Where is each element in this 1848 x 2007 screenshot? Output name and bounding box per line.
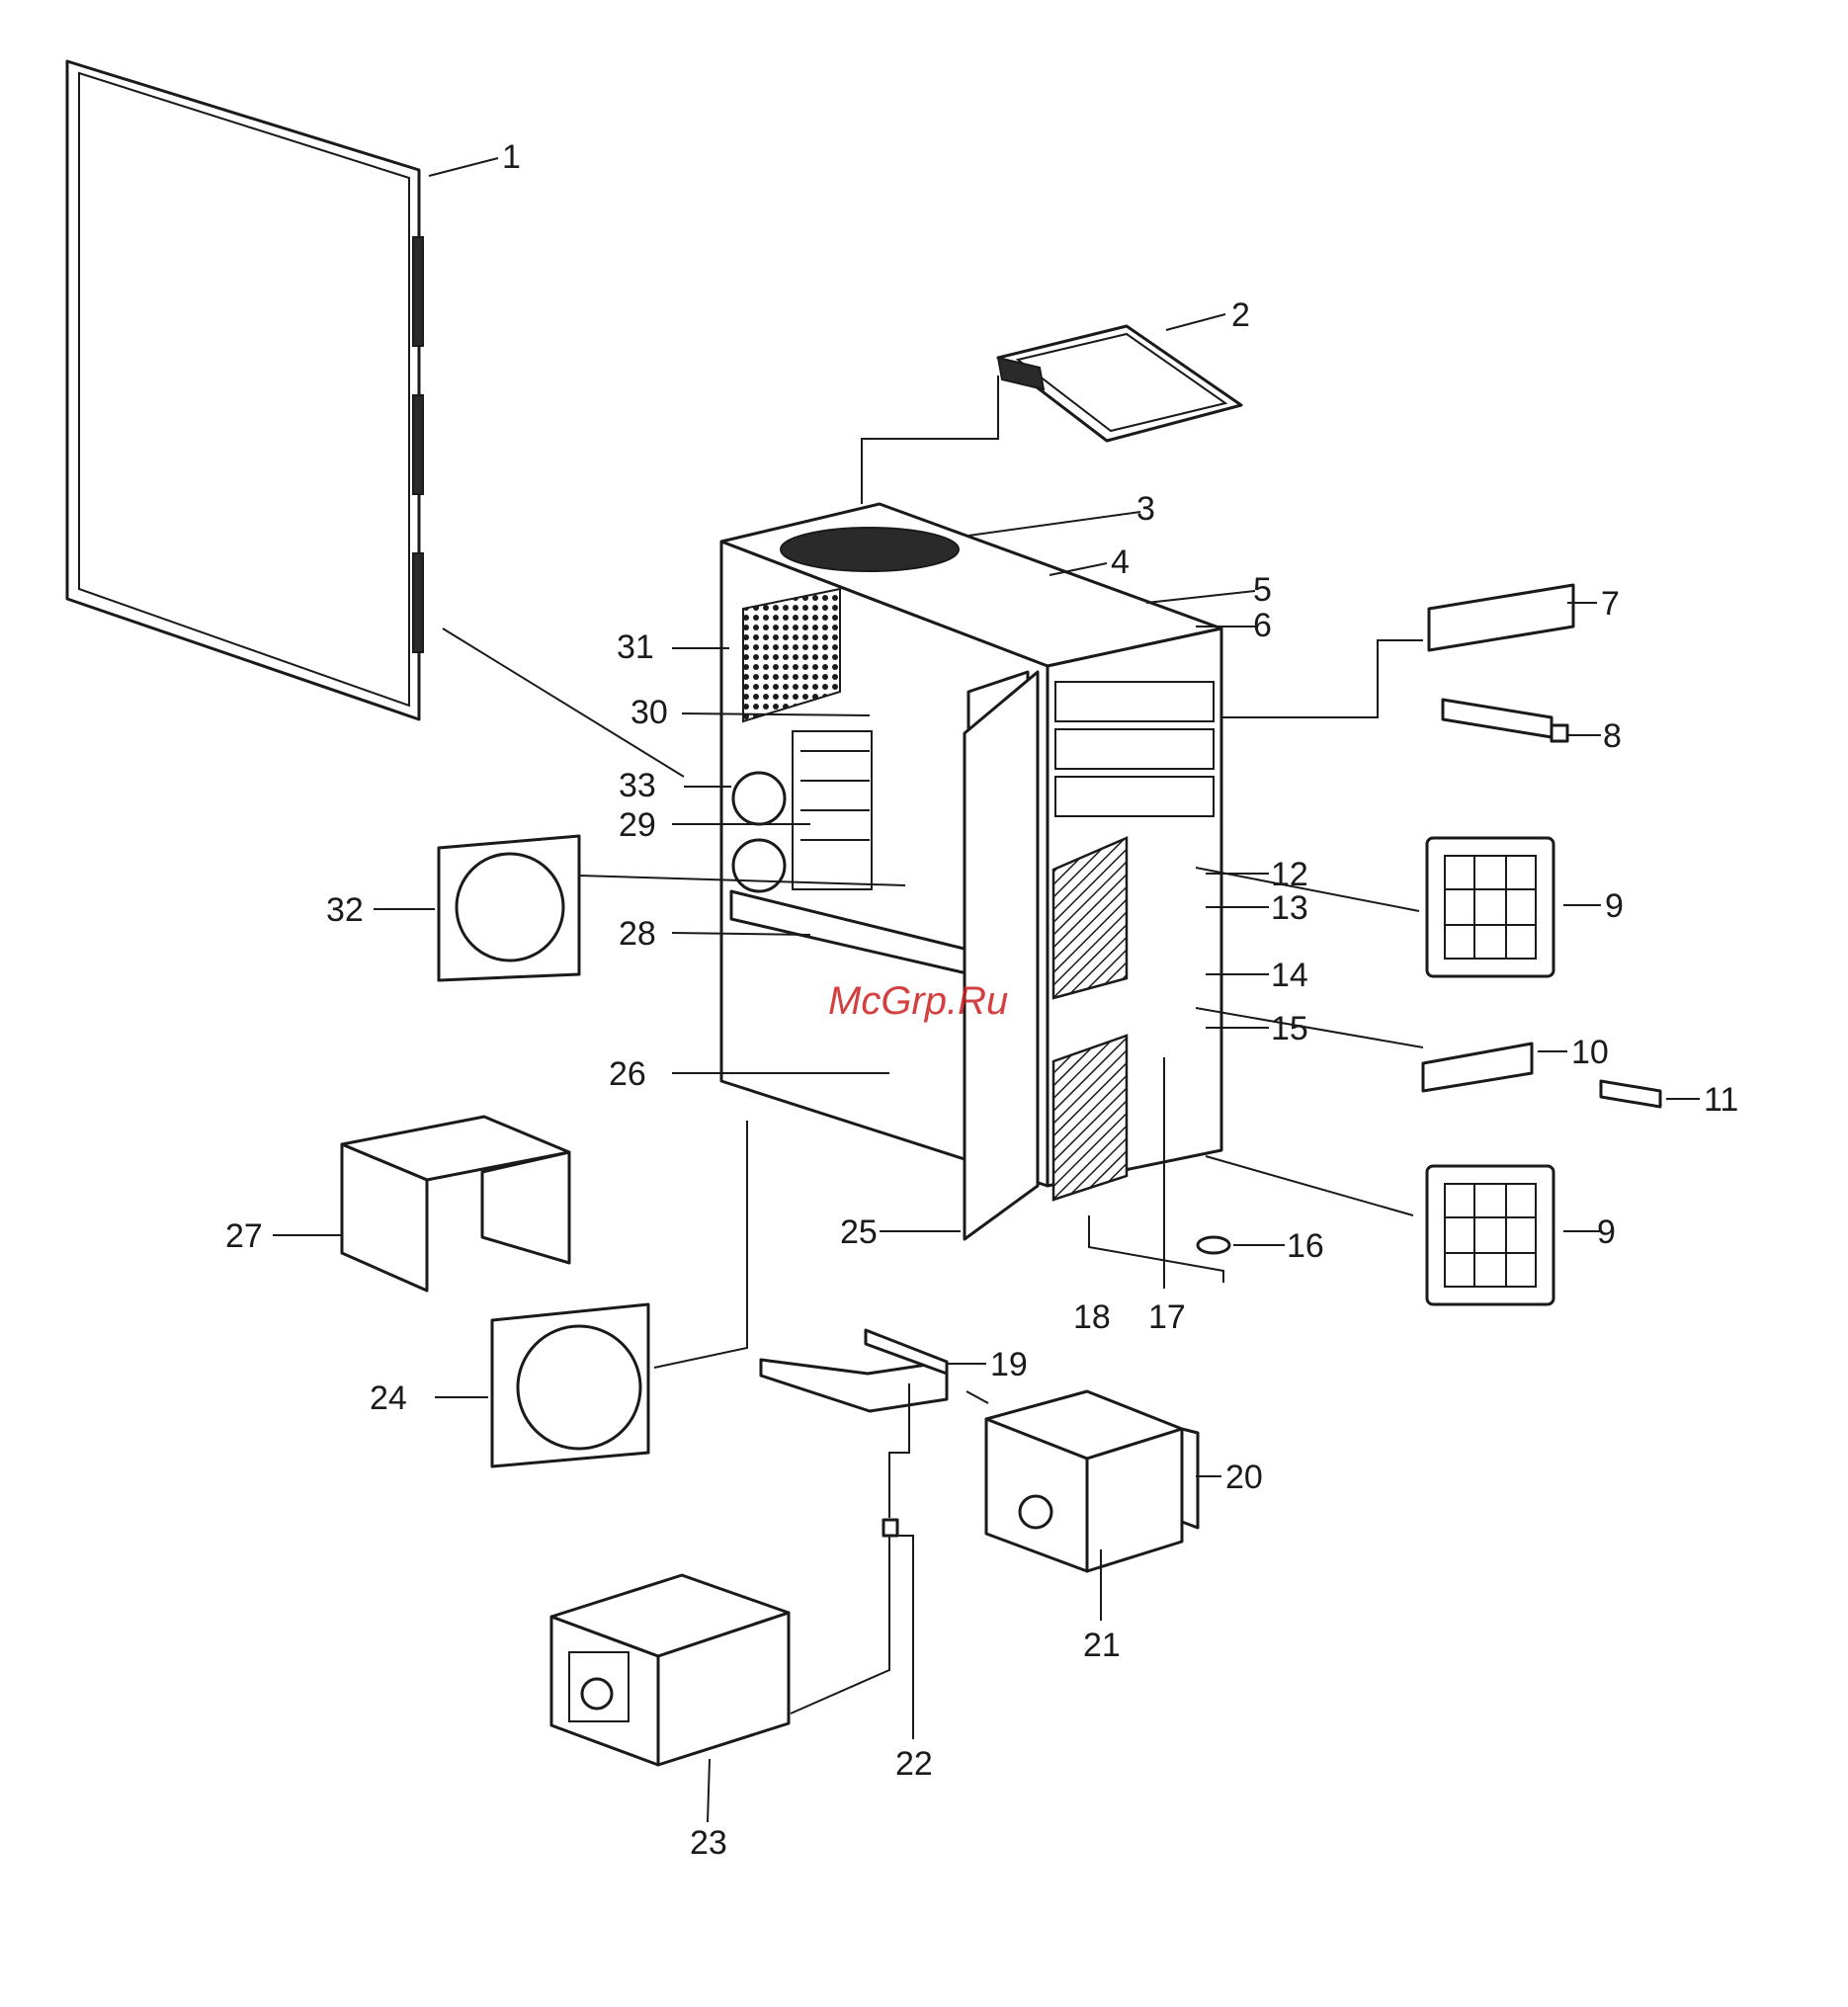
bracket-part: [761, 1330, 947, 1411]
callout-label: 13: [1271, 889, 1308, 927]
callout-label: 7: [1601, 585, 1620, 623]
watermark-text: McGrp.Ru: [828, 979, 1008, 1023]
callout-label: 9: [1605, 887, 1624, 925]
callout-label: 25: [840, 1213, 878, 1251]
door-part: [965, 672, 1038, 1239]
callout-label: 29: [619, 806, 656, 844]
callout-label: 12: [1271, 856, 1308, 893]
callout-label: 4: [1111, 544, 1130, 581]
callout-label: 6: [1253, 607, 1272, 644]
callout-label: 16: [1287, 1227, 1324, 1265]
callout-label: 3: [1136, 490, 1155, 528]
callout-label: 31: [617, 628, 654, 666]
callout-label: 21: [1083, 1627, 1121, 1664]
callout-label: 2: [1231, 296, 1250, 334]
callout-label: 32: [326, 891, 364, 929]
callout-label: 11: [1704, 1081, 1738, 1119]
callout-label: 26: [609, 1055, 646, 1093]
hdd-cage-part: [551, 1575, 789, 1765]
small-cover-part: [1423, 1044, 1660, 1107]
callout-label: 28: [619, 915, 656, 953]
side-panel-part: [67, 61, 423, 719]
drive-cage-part: [986, 1391, 1198, 1571]
callout-label: 24: [370, 1380, 407, 1417]
callout-label: 14: [1271, 957, 1308, 994]
callout-label: 23: [690, 1824, 727, 1862]
callout-label: 8: [1603, 717, 1622, 755]
top-cover-part: [998, 326, 1241, 441]
callout-label: 10: [1571, 1034, 1609, 1071]
callout-label: 22: [895, 1745, 933, 1783]
callout-label: 19: [990, 1346, 1028, 1383]
callout-label: 33: [619, 767, 656, 804]
screw-part: [883, 1520, 897, 1536]
callout-label: 30: [630, 694, 668, 731]
bay-cover-part: [1429, 585, 1573, 741]
callout-label: 27: [225, 1217, 263, 1255]
callout-label: 5: [1253, 571, 1272, 609]
foot-part: [1198, 1237, 1229, 1253]
callout-label: 1: [502, 138, 521, 176]
callout-label: 18: [1073, 1298, 1111, 1336]
duct-part: [342, 1117, 569, 1291]
callout-label: 20: [1225, 1459, 1263, 1496]
callout-label: 17: [1148, 1298, 1186, 1336]
callout-label: 9: [1597, 1213, 1616, 1251]
callout-label: 15: [1271, 1010, 1308, 1047]
